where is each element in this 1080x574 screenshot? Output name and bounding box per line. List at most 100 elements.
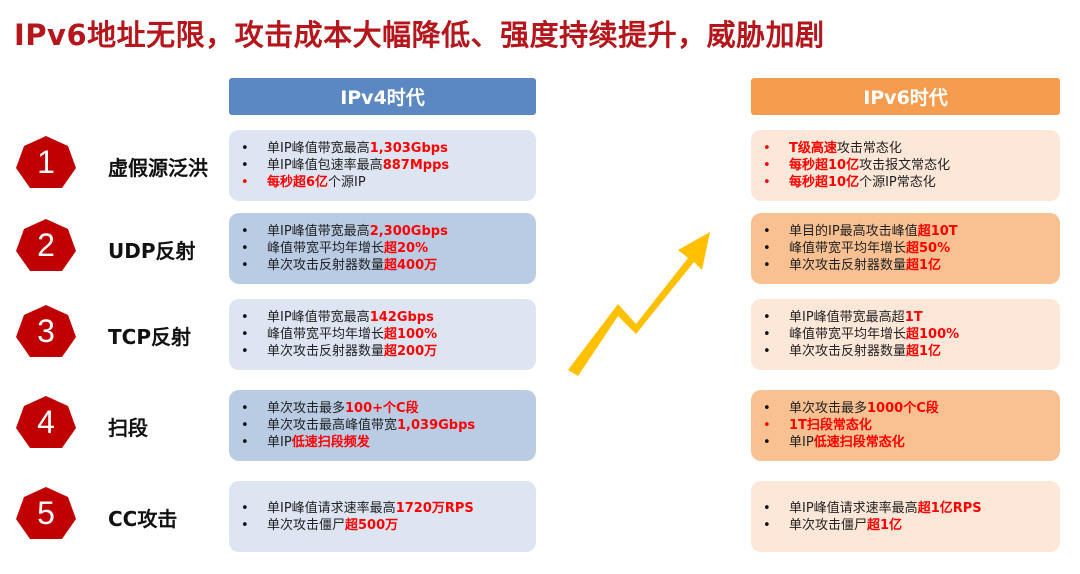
attack-type-label: TCP反射 — [108, 325, 191, 349]
plain-text: 单次攻击最多 — [267, 401, 346, 416]
bullet-icon: • — [241, 418, 249, 433]
bullet-item: • 单IP峰值带宽最高超1T — [763, 309, 1060, 326]
plain-text: 单次攻击僵尸 — [789, 517, 868, 533]
bullet-item: •单IP峰值请求速率最高1720万RPS — [241, 500, 536, 517]
highlight-text: 100+个C段 — [345, 401, 419, 416]
bullet-item: •单目的IP最高攻击峰值超10T — [763, 223, 1060, 240]
plain-text: 单次攻击反射器数量 — [789, 258, 907, 273]
plain-text: 单次攻击反射器数量 — [267, 344, 385, 359]
bullet-item: • 单IP峰值带宽最高2,300Gbps — [241, 223, 536, 240]
plain-text: 单IP峰值请求速率最高 — [267, 500, 396, 516]
attack-type-label: CC攻击 — [108, 507, 178, 531]
bullet-item: •单IP峰值请求速率最高超1亿RPS — [763, 500, 1060, 517]
ipv4-detail-box: •单IP峰值请求速率最高1720万RPS•单次攻击僵尸超500万 — [229, 481, 536, 552]
ipv6-detail-box: •单次攻击最多1000个C段•1T扫段常态化•单IP低速扫段常态化 — [751, 390, 1060, 461]
plain-text: 峰值带宽平均年增长 — [267, 241, 385, 256]
plain-text: 单IP峰值带宽最高 — [267, 224, 370, 239]
badge-number: 4 — [37, 403, 55, 440]
attack-type-label: 虚假源泛洪 — [108, 156, 208, 180]
highlight-text: 1720万RPS — [395, 500, 474, 516]
bullet-text: 峰值带宽平均年增长超20% — [267, 240, 428, 257]
bullet-item: •单次攻击僵尸超1亿 — [763, 517, 1060, 534]
number-badge: 5 — [16, 487, 76, 539]
bullet-text: 单次攻击僵尸超1亿 — [789, 517, 902, 534]
bullet-icon: • — [241, 327, 249, 342]
plain-text: 单IP — [267, 435, 292, 450]
bullet-item: •单次攻击僵尸超500万 — [241, 517, 536, 534]
badge-number: 2 — [37, 226, 55, 263]
bullet-item: • 单次攻击反射器数量超400万 — [241, 257, 536, 274]
bullet-text: 每秒超10亿攻击报文常态化 — [789, 157, 950, 174]
bullet-icon: • — [241, 224, 249, 239]
ipv4-detail-box: • 单IP峰值带宽最高2,300Gbps • 峰值带宽平均年增长超20% • 单次攻击反射… — [229, 213, 536, 284]
plain-text: 单次攻击反射器数量 — [267, 258, 385, 273]
highlight-text: T级高速 — [789, 141, 837, 156]
attack-type-label: UDP反射 — [108, 239, 196, 263]
highlight-text: 超100% — [906, 327, 960, 342]
ipv4-detail-box: •单IP峰值带宽最高1,303Gbps•单IP峰值包速率最高887Mpps•每秒… — [229, 130, 536, 201]
ipv6-detail-box: •单IP峰值请求速率最高超1亿RPS•单次攻击僵尸超1亿 — [751, 481, 1060, 552]
plain-text: 单次攻击僵尸 — [267, 517, 346, 533]
bullet-text: 单IP峰值带宽最高超1T — [789, 309, 923, 326]
plain-text: 单IP峰值带宽最高 — [267, 141, 370, 156]
highlight-text: 超1亿 — [906, 344, 942, 359]
bullet-text: 单IP峰值包速率最高887Mpps — [267, 157, 449, 174]
bullet-icon: • — [763, 327, 771, 342]
plain-text: 峰值带宽平均年增长 — [789, 327, 907, 342]
bullet-icon: • — [763, 241, 771, 256]
bullet-text: 单次攻击最多100+个C段 — [267, 400, 419, 417]
bullet-item: • 每秒超6亿个源IP — [241, 174, 536, 191]
bullet-icon: • — [241, 310, 249, 325]
bullet-icon: • — [241, 241, 249, 256]
slide-title: IPv6地址无限，攻击成本大幅降低、强度持续提升，威胁加剧 — [14, 18, 825, 52]
heptagon-icon — [16, 219, 76, 271]
number-badge: 4 — [16, 396, 76, 448]
bullet-icon: • — [241, 258, 249, 273]
ipv4-detail-box: •单次攻击最多100+个C段•单次攻击最高峰值带宽1,039Gbps•单IP低速… — [229, 390, 536, 461]
ipv6-detail-box: • 单IP峰值带宽最高超1T • 峰值带宽平均年增长超100% • 单次攻击反射器数量超1… — [751, 299, 1060, 370]
bullet-text: 单次攻击反射器数量超1亿 — [789, 257, 941, 274]
bullet-icon: • — [763, 141, 771, 156]
ipv4-detail-box: • 单IP峰值带宽最高142Gbps • 峰值带宽平均年增长超100% • 单次攻击反射器… — [229, 299, 536, 370]
bullet-item: •1T扫段常态化 — [763, 417, 1060, 434]
bullet-icon: • — [241, 158, 249, 173]
bullet-icon: • — [763, 158, 771, 173]
bullet-text: 单次攻击最多1000个C段 — [789, 400, 939, 417]
bullet-icon: • — [763, 344, 771, 359]
highlight-text: 每秒超10亿 — [789, 158, 860, 173]
bullet-text: 单IP峰值带宽最高2,300Gbps — [267, 223, 448, 240]
highlight-text: 1,039Gbps — [397, 418, 476, 433]
bullet-text: 1T扫段常态化 — [789, 417, 872, 434]
plain-text: 单次攻击反射器数量 — [789, 344, 907, 359]
plain-text: 单目的IP最高攻击峰值 — [789, 224, 918, 239]
bullet-item: • 单IP峰值包速率最高887Mpps — [241, 157, 536, 174]
plain-text: 峰值带宽平均年增长 — [789, 241, 907, 256]
highlight-text: 超10T — [917, 224, 958, 239]
bullet-item: •单次攻击反射器数量超1亿 — [763, 257, 1060, 274]
bullet-text: 单次攻击反射器数量超1亿 — [789, 343, 941, 360]
highlight-text: 每秒超6亿 — [267, 175, 329, 190]
bullet-text: 峰值带宽平均年增长超100% — [267, 326, 437, 343]
highlight-text: 低速扫段频发 — [291, 435, 370, 450]
bullet-item: • 峰值带宽平均年增长超100% — [241, 326, 536, 343]
ipv6-detail-box: •单目的IP最高攻击峰值超10T•峰值带宽平均年增长超50%•单次攻击反射器数量… — [751, 213, 1060, 284]
plain-text: 个源IP — [328, 175, 366, 190]
bullet-text: 每秒超6亿个源IP — [267, 174, 366, 191]
bullet-text: 每秒超10亿个源IP常态化 — [789, 174, 936, 191]
bullet-icon: • — [241, 401, 249, 416]
bullet-text: 单IP低速扫段频发 — [267, 434, 370, 451]
bullet-icon: • — [763, 175, 771, 190]
bullet-icon: • — [241, 344, 249, 359]
plain-text: 单IP — [789, 435, 814, 450]
highlight-text: 超100% — [384, 327, 438, 342]
plain-text: 单IP峰值带宽最高 — [267, 310, 370, 325]
bullet-text: 单次攻击反射器数量超400万 — [267, 257, 437, 274]
bullet-icon: • — [763, 401, 771, 416]
bullet-item: • 峰值带宽平均年增长超100% — [763, 326, 1060, 343]
bullet-text: 单IP峰值请求速率最高超1亿RPS — [789, 500, 982, 517]
highlight-text: 低速扫段常态化 — [813, 435, 905, 450]
highlight-text: 142Gbps — [369, 310, 434, 325]
rising-arrow-icon — [568, 232, 710, 376]
bullet-icon: • — [241, 175, 249, 190]
bullet-icon: • — [763, 310, 771, 325]
